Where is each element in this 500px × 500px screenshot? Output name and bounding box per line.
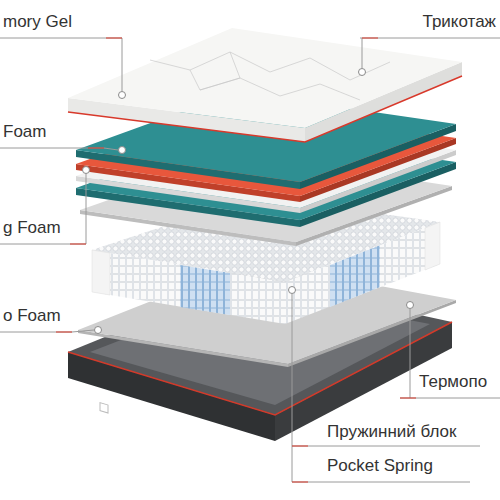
- part-label: Трикотаж: [421, 12, 497, 32]
- part-label: Foam: [2, 122, 47, 142]
- part-label: Термопо: [418, 372, 488, 392]
- leader-dots: [83, 69, 414, 334]
- part-label: g Foam: [2, 218, 62, 238]
- part-label: o Foam: [2, 306, 62, 326]
- part-label: Pocket Spring: [326, 456, 434, 476]
- part-label: mory Gel: [2, 12, 73, 32]
- leader-lines: [0, 38, 500, 482]
- part-label: Пружинний блок: [326, 422, 458, 442]
- cover-layer: [68, 28, 462, 142]
